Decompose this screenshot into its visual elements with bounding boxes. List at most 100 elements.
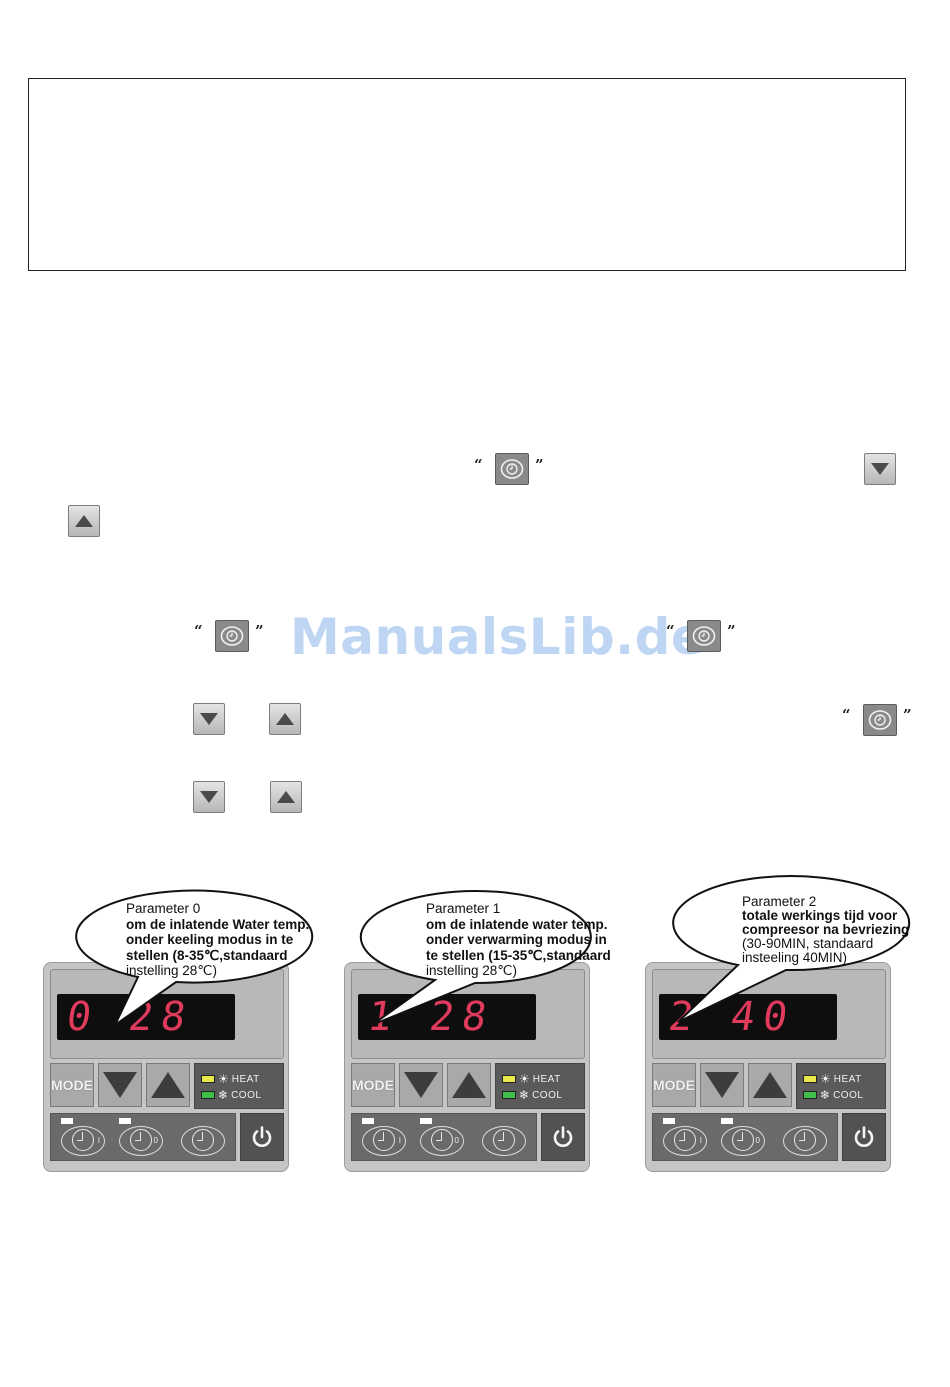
- timer-icon: [215, 620, 249, 652]
- cool-label: COOL: [231, 1089, 262, 1101]
- power-icon: [252, 1126, 272, 1147]
- cool-label: COOL: [532, 1089, 563, 1101]
- cool-indicator: ❄ COOL: [803, 1088, 863, 1102]
- timer-on-button[interactable]: I: [362, 1126, 406, 1156]
- callout-bubble-0: [75, 889, 314, 1029]
- timer-clock-icon: [373, 1129, 395, 1151]
- heat-led: [803, 1075, 817, 1083]
- callout-text-1: Parameter 1 om de inlatende water temp. …: [426, 901, 611, 979]
- timer-on-tag: [61, 1118, 73, 1124]
- callout-bubble-1: [359, 890, 592, 1026]
- timer-clock-icon: [794, 1129, 816, 1151]
- cool-label: COOL: [833, 1089, 864, 1101]
- down-arrow-icon: [193, 703, 225, 735]
- close-quote: ”: [535, 456, 544, 474]
- status-indicator-box: ☀ HEAT ❄ COOL: [194, 1063, 284, 1109]
- timer-row: I 0: [351, 1113, 537, 1161]
- timer-off-button[interactable]: 0: [721, 1126, 765, 1156]
- callout-line: totale werkings tijd voor: [742, 908, 898, 923]
- down-arrow-icon: [404, 1072, 438, 1098]
- heat-indicator: ☀ HEAT: [502, 1072, 561, 1086]
- up-arrow-icon: [452, 1072, 486, 1098]
- open-quote: “: [842, 706, 851, 724]
- timer-row: I 0: [652, 1113, 838, 1161]
- timer-on-tag: [362, 1118, 374, 1124]
- timer-on-button[interactable]: I: [663, 1126, 707, 1156]
- timer-off-tag: [119, 1118, 131, 1124]
- callout-text-2: Parameter 2 totale werkings tijd voor co…: [742, 895, 909, 965]
- up-arrow-icon: [270, 781, 302, 813]
- timer-clock-icon: [431, 1129, 453, 1151]
- callout-line: instelling 28℃): [426, 963, 517, 978]
- sun-icon: ☀: [820, 1072, 831, 1086]
- mode-button[interactable]: MODE: [351, 1063, 395, 1107]
- timer-on-mark: I: [97, 1136, 100, 1145]
- mode-button[interactable]: MODE: [50, 1063, 94, 1107]
- up-arrow-icon: [151, 1072, 185, 1098]
- controller-panel-0: 0 28 MODE ☀ HEAT ❄ COOL I 0: [43, 962, 289, 1172]
- heat-label: HEAT: [532, 1073, 561, 1085]
- cool-led: [201, 1091, 215, 1099]
- timer-off-button[interactable]: 0: [420, 1126, 464, 1156]
- sun-icon: ☀: [218, 1072, 229, 1086]
- timer-clock-icon: [192, 1129, 214, 1151]
- timer-off-mark: 0: [153, 1136, 158, 1145]
- timer-clock-icon: [674, 1129, 696, 1151]
- cool-led: [803, 1091, 817, 1099]
- timer-icon: [863, 704, 897, 736]
- header-frame-box: [28, 78, 906, 271]
- down-arrow-icon: [705, 1072, 739, 1098]
- close-quote: ”: [727, 622, 736, 640]
- close-quote: ”: [903, 706, 912, 724]
- down-button[interactable]: [399, 1063, 443, 1107]
- power-button[interactable]: [541, 1113, 585, 1161]
- up-button[interactable]: [146, 1063, 190, 1107]
- clock-button[interactable]: [482, 1126, 526, 1156]
- timer-off-button[interactable]: 0: [119, 1126, 163, 1156]
- cool-indicator: ❄ COOL: [502, 1088, 562, 1102]
- heat-indicator: ☀ HEAT: [201, 1072, 260, 1086]
- power-button[interactable]: [240, 1113, 284, 1161]
- callout-line: om de inlatende water temp.: [426, 916, 608, 932]
- clock-button[interactable]: [181, 1126, 225, 1156]
- up-button[interactable]: [748, 1063, 792, 1107]
- callout-bubble-2: [672, 875, 911, 1023]
- sun-icon: ☀: [519, 1072, 530, 1086]
- up-arrow-icon: [269, 703, 301, 735]
- up-arrow-icon: [753, 1072, 787, 1098]
- timer-off-tag: [721, 1118, 733, 1124]
- power-button[interactable]: [842, 1113, 886, 1161]
- callout-line: te stellen (15-35℃,standaard: [426, 947, 611, 963]
- callout-line: onder keeling modus in te: [126, 932, 294, 947]
- callout-text-0: Parameter 0 om de inlatende Water temp. …: [126, 901, 309, 979]
- callout-line: instelling 28℃): [126, 963, 217, 978]
- callout-line: stellen (8-35℃,standaard: [126, 947, 288, 963]
- down-arrow-icon: [193, 781, 225, 813]
- watermark: ManualsLib.de: [290, 608, 706, 666]
- down-button[interactable]: [98, 1063, 142, 1107]
- timer-on-button[interactable]: I: [61, 1126, 105, 1156]
- clock-button[interactable]: [783, 1126, 827, 1156]
- down-button[interactable]: [700, 1063, 744, 1107]
- timer-clock-icon: [130, 1129, 152, 1151]
- mode-button[interactable]: MODE: [652, 1063, 696, 1107]
- timer-icon: [495, 453, 529, 485]
- heat-led: [201, 1075, 215, 1083]
- snowflake-icon: ❄: [218, 1088, 229, 1102]
- up-button[interactable]: [447, 1063, 491, 1107]
- callout-line: (30-90MIN, standaard: [742, 936, 874, 951]
- heat-led: [502, 1075, 516, 1083]
- heat-indicator: ☀ HEAT: [803, 1072, 862, 1086]
- down-arrow-icon: [864, 453, 896, 485]
- callout-line: onder verwarming modus in: [426, 932, 607, 947]
- timer-on-mark: I: [398, 1136, 401, 1145]
- snowflake-icon: ❄: [519, 1088, 530, 1102]
- timer-off-mark: 0: [454, 1136, 459, 1145]
- timer-on-mark: I: [699, 1136, 702, 1145]
- snowflake-icon: ❄: [820, 1088, 831, 1102]
- callout-line: Parameter 1: [426, 901, 501, 916]
- open-quote: “: [474, 456, 483, 474]
- cool-led: [502, 1091, 516, 1099]
- status-indicator-box: ☀ HEAT ❄ COOL: [796, 1063, 886, 1109]
